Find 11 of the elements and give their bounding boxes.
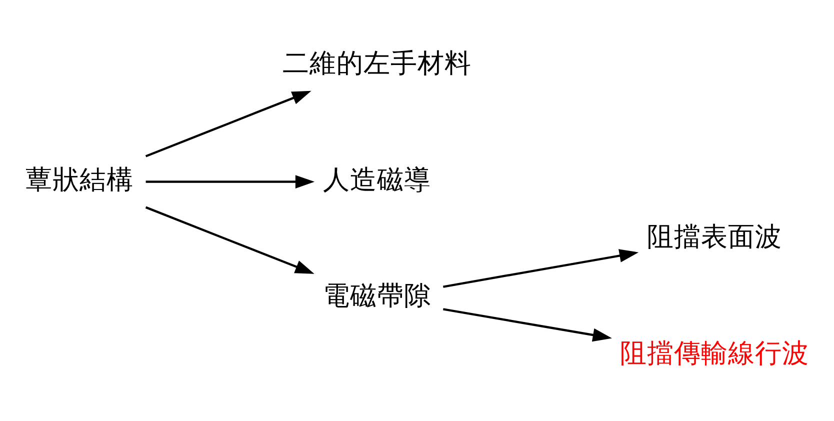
node-text: 阻擋傳輸線行波 bbox=[620, 338, 810, 370]
node-text: 電磁帶隙 bbox=[323, 280, 432, 312]
node-text: 二維的左手材料 bbox=[282, 48, 472, 79]
node-text: 阻擋表面波 bbox=[647, 222, 782, 253]
arrow bbox=[145, 206, 314, 274]
arrow bbox=[146, 175, 315, 188]
arrow bbox=[442, 308, 612, 342]
node-text: 蕈狀結構 bbox=[26, 164, 134, 196]
node-text: 人造磁導 bbox=[323, 164, 432, 196]
arrow bbox=[145, 90, 312, 158]
arrow bbox=[442, 249, 639, 288]
